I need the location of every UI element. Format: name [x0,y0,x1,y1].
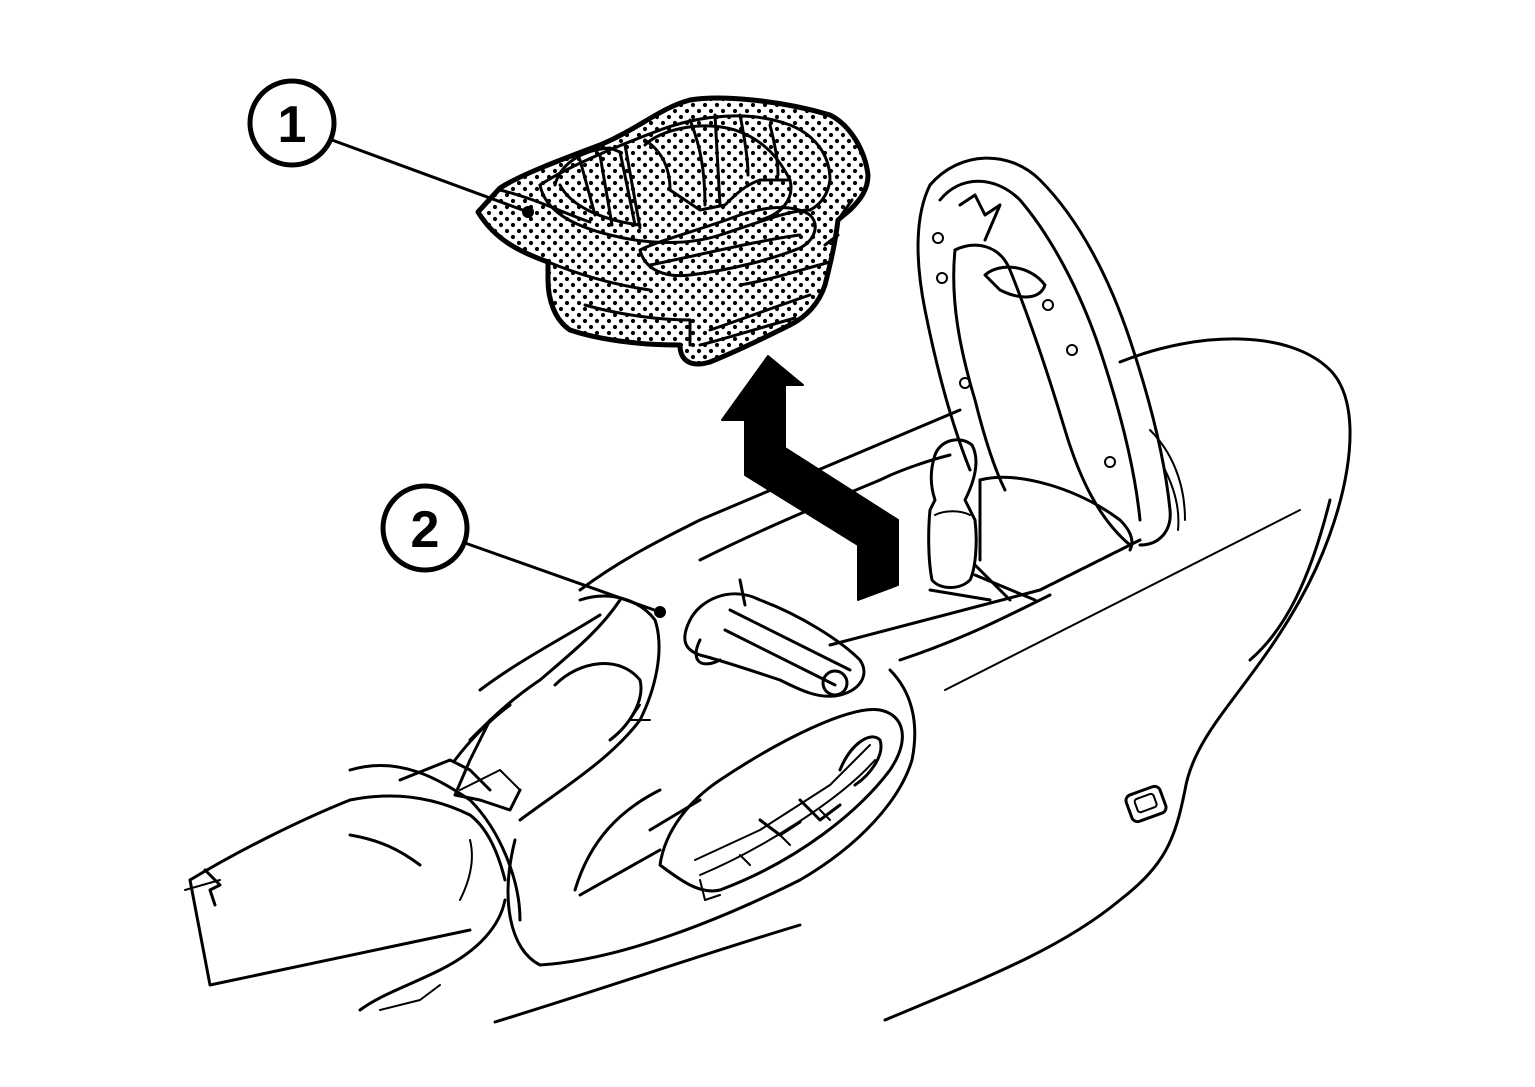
callout-2-dot [654,606,666,618]
center-console [184,156,1352,1024]
callout-1-dot [522,206,534,218]
callout-2-circle [380,483,470,573]
callout-2: 2 [380,483,666,618]
callout-1-circle [247,78,337,168]
callout-2-label: 2 [411,501,440,559]
callout-1: 1 [247,78,534,218]
callout-1-leader [331,138,529,214]
removal-direction-arrow [721,355,899,601]
cup-holder-insert [475,95,871,367]
callout-1-label: 1 [278,96,307,154]
callout-2-leader [464,541,661,614]
